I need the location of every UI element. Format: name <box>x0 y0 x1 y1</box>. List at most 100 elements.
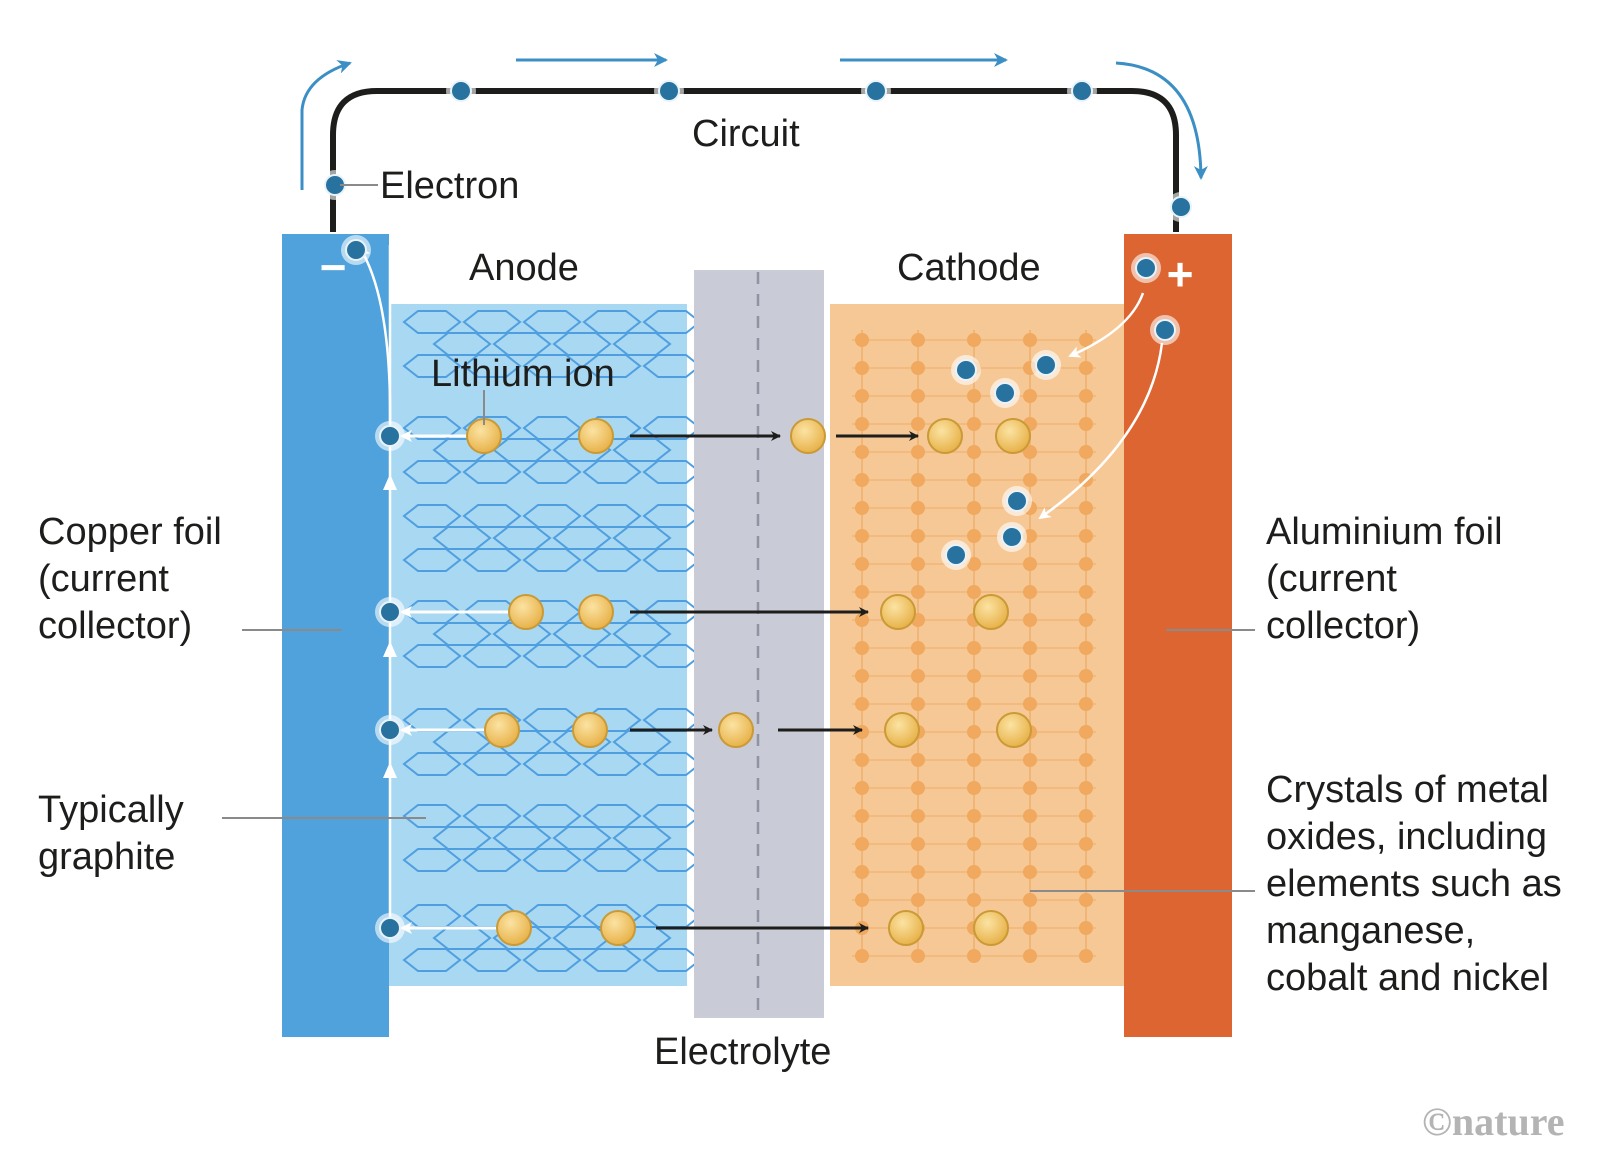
electron <box>865 80 887 102</box>
graphite-hexagon <box>522 354 582 378</box>
lattice-atom <box>1023 613 1037 627</box>
electrolyte-label: Electrolyte <box>654 1031 831 1073</box>
lattice-atom <box>1023 641 1037 655</box>
graphite-hexagon <box>582 904 642 928</box>
lattice-atom <box>1079 865 1093 879</box>
ion-rows <box>375 253 1180 946</box>
graphite-hexagon <box>492 438 552 462</box>
lattice-atom <box>855 613 869 627</box>
lithium-ion <box>496 910 532 946</box>
lattice-atom <box>855 865 869 879</box>
aluminium-foil <box>1124 234 1232 1037</box>
electron <box>1154 319 1176 341</box>
graphite-hexagon <box>462 548 522 572</box>
lattice-atom <box>1079 669 1093 683</box>
lattice-atom <box>855 725 869 739</box>
copper-foil-label: Copper foil (current collector) <box>38 511 232 647</box>
metal-oxides-label: Crystals of metal oxides, including elem… <box>1266 769 1572 999</box>
lattice-atom <box>855 893 869 907</box>
graphite-hexagon <box>612 622 672 646</box>
lattice-atom <box>1079 529 1093 543</box>
lattice-atom <box>911 389 925 403</box>
lattice-atom <box>1079 585 1093 599</box>
lattice-atom <box>855 641 869 655</box>
graphite-hexagon <box>612 438 672 462</box>
lattice-atom <box>1023 781 1037 795</box>
graphite-hexagon <box>402 548 462 572</box>
lithium-ion <box>578 418 614 454</box>
lattice-atom <box>1023 921 1037 935</box>
lattice-atom <box>1079 613 1093 627</box>
lithium-ion <box>600 910 636 946</box>
electron <box>1006 490 1028 512</box>
lattice-atom <box>967 893 981 907</box>
lattice-atom <box>967 501 981 515</box>
electron-paths <box>358 245 1164 926</box>
electron <box>1035 354 1057 376</box>
aluminium-foil-label: Aluminium foil (current collector) <box>1266 511 1513 647</box>
graphite-hexagon <box>432 526 492 550</box>
positive-terminal-sign: + <box>1167 248 1194 300</box>
lattice-atom <box>1023 837 1037 851</box>
graphite-hexagon <box>462 948 522 972</box>
graphite-hexagon <box>522 548 582 572</box>
graphite-hexagon <box>402 416 462 440</box>
lattice-atom <box>855 529 869 543</box>
graphite-hexagon <box>522 310 582 334</box>
graphite-hexagon <box>462 848 522 872</box>
anode-label: Anode <box>469 247 579 289</box>
graphite-hexagon <box>612 526 672 550</box>
lattice-atom <box>967 669 981 683</box>
graphite-hexagon <box>582 644 642 668</box>
lattice-atom <box>855 697 869 711</box>
graphite-hexagon <box>582 548 642 572</box>
lattice-atom <box>1023 697 1037 711</box>
lattice-atom <box>1079 837 1093 851</box>
electron <box>658 80 680 102</box>
graphite-hexagon <box>462 504 522 528</box>
graphite-hexagon <box>582 948 642 972</box>
electron <box>1170 196 1192 218</box>
electron <box>1001 526 1023 548</box>
lattice-atom <box>911 557 925 571</box>
lattice-atom <box>1023 893 1037 907</box>
lithium-ion <box>578 594 614 630</box>
graphite-hexagon <box>432 622 492 646</box>
graphite-hexagon <box>522 752 582 776</box>
circuit-wire <box>330 88 1179 232</box>
lattice-atom <box>1079 501 1093 515</box>
graphite-hexagon <box>582 354 642 378</box>
lattice-atom <box>855 669 869 683</box>
lattice-atom <box>855 389 869 403</box>
lattice-atom <box>855 557 869 571</box>
lithium-ion <box>508 594 544 630</box>
lattice-atom <box>967 529 981 543</box>
lattice-atom <box>1079 781 1093 795</box>
lattice-atom <box>967 725 981 739</box>
electron <box>994 382 1016 404</box>
lattice-atom <box>855 501 869 515</box>
lattice-atom <box>911 417 925 431</box>
graphite-hexagon <box>522 460 582 484</box>
lattice-atom <box>1079 361 1093 375</box>
flow-arrow-right-down <box>1115 61 1208 180</box>
circuit-label: Circuit <box>692 113 800 155</box>
graphite-hexagon <box>582 752 642 776</box>
electron <box>1071 80 1093 102</box>
lattice-atom <box>855 417 869 431</box>
lattice-atom <box>911 641 925 655</box>
graphite-hexagon <box>402 644 462 668</box>
lattice-atom <box>855 473 869 487</box>
graphite-hexagon <box>492 826 552 850</box>
lattice-atom <box>911 781 925 795</box>
graphite-hexagon <box>522 804 582 828</box>
graphite-hexagon <box>402 752 462 776</box>
graphite-hexagon <box>612 826 672 850</box>
circuit-electrons <box>320 76 1196 265</box>
copper-foil <box>282 234 389 1037</box>
graphite-hexagon <box>522 504 582 528</box>
lattice-atom <box>967 865 981 879</box>
graphite-hexagon <box>612 332 672 356</box>
lattice-atom <box>855 361 869 375</box>
